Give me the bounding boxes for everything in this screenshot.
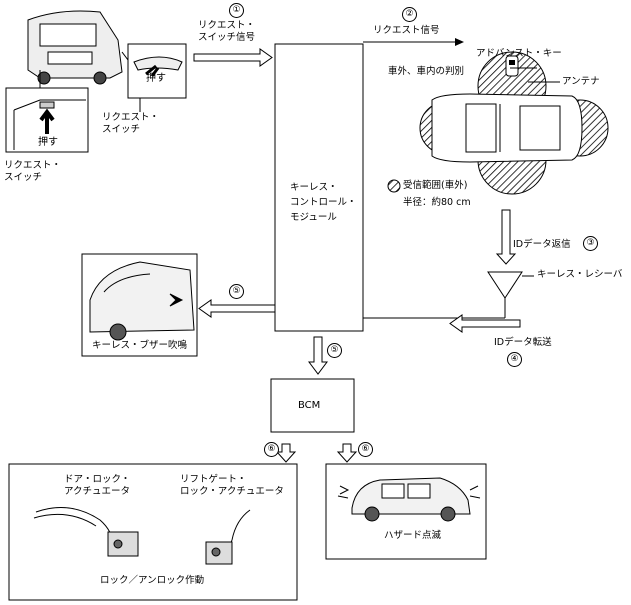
antenna-label: アンテナ <box>562 76 600 87</box>
door-lock-actuator-illustration <box>33 507 139 557</box>
arrow-signal-3 <box>495 209 517 265</box>
lock-unlock-caption: ロック／アンロック作動 <box>100 575 205 586</box>
advanced-key-label: アドバンスト・キー <box>476 48 562 59</box>
arrow-signal-5-bcm <box>308 336 328 375</box>
arrow-signal-4 <box>449 314 521 333</box>
reception-range-label: 受信範囲(車外) <box>403 180 468 191</box>
inside-outside-judge-label: 車外、車内の判別 <box>388 66 465 77</box>
keyless-receiver-label: キーレス・レシーバ <box>537 269 623 280</box>
signal-4-label: IDデータ転送 <box>494 337 552 348</box>
signal-3-label: IDデータ返信 <box>513 239 571 250</box>
bcm-label: BCM <box>298 400 321 411</box>
hazard-blink-label: ハザード点滅 <box>384 530 442 541</box>
signal-6-lock-number: ⑥ <box>264 442 279 457</box>
push-label-handle: 押す <box>146 73 166 84</box>
push-label-inset: 押す <box>38 137 58 148</box>
advanced-key-icon <box>505 55 519 77</box>
request-switch-label-left: リクエスト・ スイッチ <box>4 160 62 183</box>
signal-2-number: ② <box>402 7 417 22</box>
module-label: キーレス・ コントロール・ モジュール <box>290 182 357 223</box>
arrow-signal-6-lock <box>275 443 297 463</box>
request-switch-label-right: リクエスト・ スイッチ <box>102 112 160 135</box>
arrow-signal-2-head <box>455 38 464 46</box>
minivan-rear-illustration <box>27 10 123 85</box>
arrow-signal-6-hazard <box>336 443 358 463</box>
signal-5-bcm-number: ⑤ <box>327 343 342 358</box>
liftgate-lock-actuator-label: リフトゲート・ ロック・アクチュエータ <box>180 474 284 497</box>
signal-6-hazard-number: ⑥ <box>358 442 373 457</box>
car-top-view <box>431 93 583 163</box>
signal-1-label: リクエスト・ スイッチ信号 <box>198 20 256 43</box>
signal-3-number: ③ <box>583 236 598 251</box>
lock-panel <box>8 463 298 601</box>
radius-label: 半径：約80 cm <box>403 197 471 208</box>
signal-5-buzzer-number: ⑤ <box>229 284 244 299</box>
keyless-module-box <box>274 43 364 332</box>
signal-1-number: ① <box>229 3 244 18</box>
signal-4-number: ④ <box>507 352 522 367</box>
signal-2-label: リクエスト信号 <box>373 25 440 36</box>
receiver-symbol <box>487 271 534 318</box>
keyless-buzzer-label: キーレス・ブザー吹鳴 <box>92 340 188 351</box>
arrow-signal-1 <box>193 48 273 67</box>
door-handle-closeup <box>133 56 183 77</box>
bcm-box <box>270 378 355 433</box>
liftgate-actuator-illustration <box>205 509 251 565</box>
switch-closeup-left <box>13 99 86 150</box>
door-lock-actuator-label: ドア・ロック・ アクチュエータ <box>64 474 131 497</box>
range-legend-swatch <box>387 179 401 193</box>
handle-leader <box>121 51 129 61</box>
car-front-illustration <box>89 261 195 341</box>
arrow-signal-5-buzzer <box>198 299 276 318</box>
car-side-illustration <box>337 477 481 522</box>
